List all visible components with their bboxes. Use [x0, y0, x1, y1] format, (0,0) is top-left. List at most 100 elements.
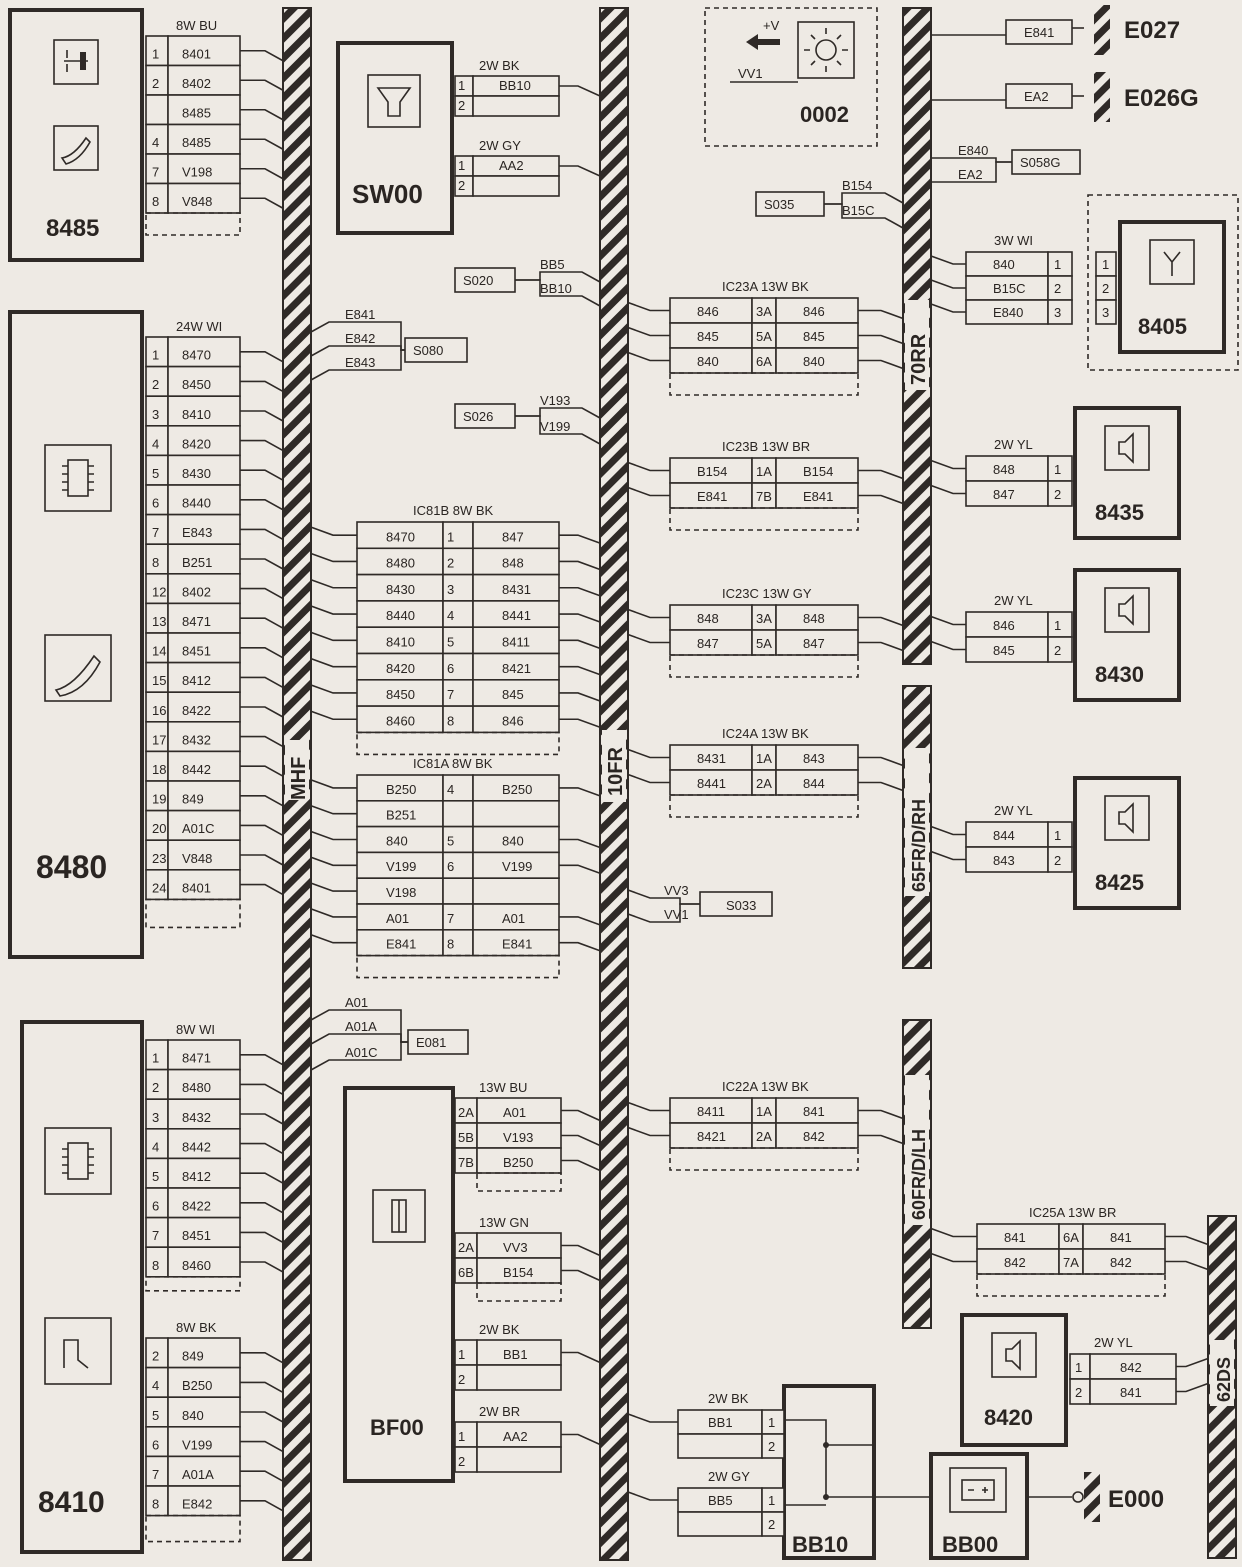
pin-number: 7B: [458, 1155, 474, 1170]
connector-header: 2W GY: [708, 1469, 750, 1484]
pin-number: 3: [1102, 305, 1109, 320]
wire-label: V198: [182, 165, 212, 180]
wire-label: AA2: [499, 158, 524, 173]
wire: [240, 469, 284, 481]
wire-label: 843: [993, 853, 1015, 868]
pin-number: 15: [152, 673, 166, 688]
battery-icon: [949, 1467, 1007, 1513]
pin-number: 4: [152, 1139, 159, 1154]
component-8410-label: 8410: [38, 1486, 105, 1519]
cell-label: 846: [803, 304, 825, 319]
wire-cell: [965, 846, 1049, 873]
wire: [240, 1142, 284, 1155]
wire: [858, 1134, 904, 1145]
splice-box[interactable]: [1005, 19, 1073, 45]
pin-number: 4: [152, 1378, 159, 1393]
connector-header: IC81B 8W BK: [413, 503, 494, 518]
splice-box[interactable]: [454, 267, 516, 293]
component-label: 8425: [1095, 870, 1144, 895]
cell-label: 846: [502, 713, 524, 728]
wire: [1165, 1260, 1209, 1271]
splice-box[interactable]: [1011, 149, 1081, 175]
component-bf00[interactable]: [343, 1086, 455, 1483]
wire: [310, 779, 357, 789]
splice-label: S020: [463, 273, 493, 288]
wire: [310, 882, 357, 892]
pin-number: 2: [1102, 281, 1109, 296]
wire-label: 840: [182, 1408, 204, 1423]
wire: [930, 615, 966, 626]
cell-label: 8441: [697, 776, 726, 791]
splice-wire-label: E841: [345, 307, 375, 322]
wire-cell: [167, 1396, 241, 1428]
component-bb10[interactable]: [782, 1384, 876, 1560]
wire: [931, 161, 1012, 183]
component-8410[interactable]: [20, 1020, 144, 1554]
antenna-icon: [1149, 239, 1195, 285]
pin-number: 2: [458, 98, 465, 113]
wire-label: 8420: [182, 436, 211, 451]
wire-label: BB5: [708, 1493, 733, 1508]
pin-number: 14: [152, 644, 166, 659]
wire: [559, 916, 601, 926]
wire: [930, 640, 966, 651]
speaker-switch-icon: [53, 39, 99, 85]
wire: [559, 534, 601, 544]
wire-cell: [476, 1122, 562, 1149]
cell-label: 841: [803, 1104, 825, 1119]
splice-box[interactable]: [755, 191, 825, 217]
wire-label: 8451: [182, 1228, 211, 1243]
splice-wire-label: VV1: [664, 907, 689, 922]
wire-label: 8485: [182, 106, 211, 121]
wire: [240, 1440, 284, 1453]
cell: [356, 705, 444, 734]
wire-label: 8450: [182, 377, 211, 392]
wire-cell: [677, 1433, 763, 1459]
component-sw00-label: SW00: [352, 179, 423, 209]
wire-cell: [472, 175, 560, 197]
wire: [240, 1500, 284, 1512]
wire-cell: [167, 1098, 241, 1130]
cell: [751, 1097, 777, 1124]
cell-label: 2A: [756, 776, 772, 791]
cell: [976, 1248, 1060, 1275]
connector-header: 8W BK: [176, 1320, 217, 1335]
wire: [240, 558, 284, 570]
wire-label: 8442: [182, 1139, 211, 1154]
wire: [1176, 1382, 1209, 1393]
wire: [310, 605, 357, 615]
relay-icon: [44, 1317, 112, 1385]
splice-box[interactable]: [404, 337, 468, 363]
wire-cell: [167, 64, 241, 96]
connector-header: IC25A 13W BR: [1029, 1205, 1116, 1220]
splice-box[interactable]: [1005, 83, 1073, 109]
pin-number: 8: [152, 1497, 159, 1512]
cell-label: 843: [803, 751, 825, 766]
pin-number: 8: [152, 555, 159, 570]
cell: [442, 877, 474, 905]
cell-label: 1A: [756, 464, 772, 479]
pin-number: 4: [152, 135, 159, 150]
wire: [240, 1202, 284, 1214]
wire: [240, 410, 284, 422]
wire-label: 8401: [182, 47, 211, 62]
wire: [310, 1041, 408, 1071]
wire: [240, 1381, 284, 1394]
spare-cells: [976, 1273, 1166, 1297]
wire-cell: [167, 661, 241, 693]
pin-number: 2: [152, 377, 159, 392]
pin-number: 19: [152, 792, 166, 807]
spare-cells: [669, 507, 859, 531]
spare-cells: [145, 898, 241, 929]
component-0002-label[interactable]: 0002: [800, 102, 849, 127]
pin-number: 2: [458, 1454, 465, 1469]
cell-label: 1: [447, 529, 454, 544]
component-0002-outline: [704, 7, 878, 147]
wire: [240, 676, 284, 689]
wire: [240, 1470, 284, 1482]
wire-cell: [1089, 1378, 1177, 1405]
phone-icon: [53, 125, 99, 171]
wire: [240, 1231, 284, 1244]
